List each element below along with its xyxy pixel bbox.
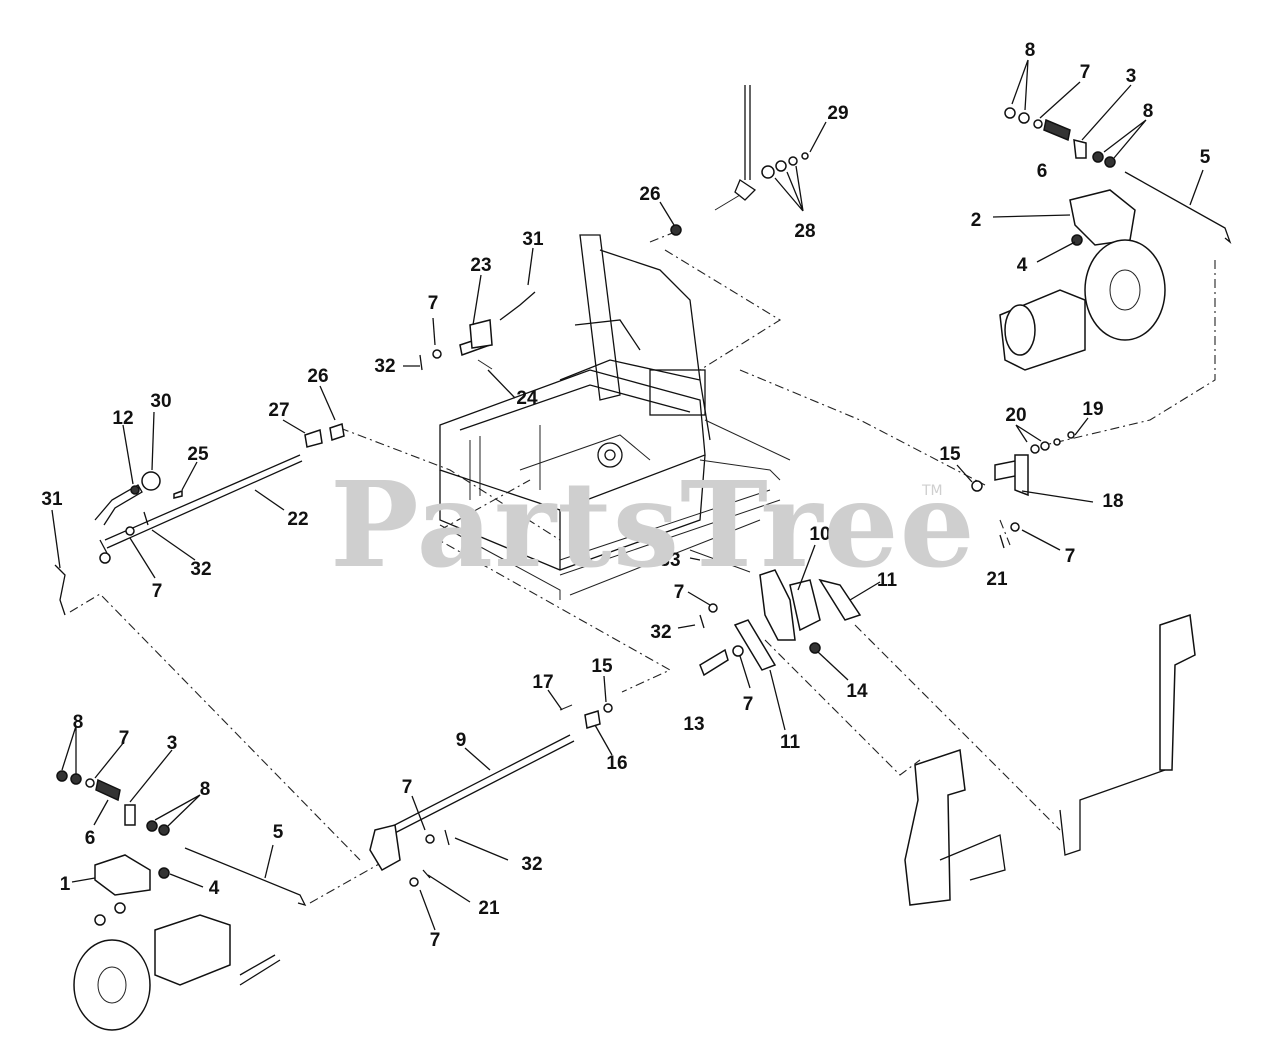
callout-8: 8 bbox=[1025, 40, 1036, 61]
vertical-rod-assembly bbox=[670, 85, 809, 236]
callout-6: 6 bbox=[1037, 161, 1048, 182]
callout-11: 11 bbox=[780, 732, 801, 753]
left-lever-rod-assembly bbox=[54, 291, 536, 616]
callout-7: 7 bbox=[119, 728, 130, 749]
callout-29: 29 bbox=[827, 103, 848, 124]
callout-24: 24 bbox=[516, 388, 538, 409]
callout-4: 4 bbox=[1017, 255, 1028, 276]
leader-lines bbox=[51, 59, 1204, 931]
callout-5: 5 bbox=[1200, 147, 1211, 168]
callout-28: 28 bbox=[794, 221, 815, 242]
callout-32: 32 bbox=[374, 356, 395, 377]
callout-7: 7 bbox=[743, 694, 754, 715]
callout-19: 19 bbox=[1082, 399, 1103, 420]
mower-frame bbox=[439, 234, 791, 600]
callout-25: 25 bbox=[187, 444, 209, 465]
lower-left-brake-assembly bbox=[56, 770, 307, 1031]
callout-22: 22 bbox=[287, 509, 308, 530]
callout-11: 11 bbox=[877, 570, 898, 591]
callout-26: 26 bbox=[639, 184, 660, 205]
callout-8: 8 bbox=[200, 779, 211, 800]
callout-7: 7 bbox=[1080, 62, 1091, 83]
callout-17: 17 bbox=[532, 672, 553, 693]
callout-21: 21 bbox=[478, 898, 500, 919]
callout-5: 5 bbox=[273, 822, 284, 843]
pedal-assemblies bbox=[904, 613, 1196, 906]
callout-12: 12 bbox=[112, 408, 133, 429]
callout-32: 32 bbox=[190, 559, 211, 580]
callout-4: 4 bbox=[209, 878, 220, 899]
callout-16: 16 bbox=[606, 753, 627, 774]
callout-7: 7 bbox=[1065, 546, 1076, 567]
callout-3: 3 bbox=[167, 733, 178, 754]
lower-rod-assembly bbox=[369, 703, 613, 887]
trademark-symbol: TM bbox=[922, 483, 943, 499]
callout-9: 9 bbox=[456, 730, 467, 751]
callout-32: 32 bbox=[650, 622, 671, 643]
callout-31: 31 bbox=[41, 489, 63, 510]
callout-20: 20 bbox=[1005, 405, 1026, 426]
callout-13: 13 bbox=[683, 714, 704, 735]
center-linkage-assembly bbox=[689, 549, 862, 677]
callout-21: 21 bbox=[986, 569, 1008, 590]
callout-8: 8 bbox=[1143, 101, 1154, 122]
callout-30: 30 bbox=[150, 391, 171, 412]
callout-23: 23 bbox=[470, 255, 491, 276]
callout-15: 15 bbox=[939, 444, 961, 465]
callout-31: 31 bbox=[522, 229, 544, 250]
callout-8: 8 bbox=[73, 712, 84, 733]
callout-27: 27 bbox=[268, 400, 289, 421]
callout-18: 18 bbox=[1102, 491, 1123, 512]
callout-7: 7 bbox=[674, 582, 685, 603]
callout-3: 3 bbox=[1126, 66, 1137, 87]
callout-7: 7 bbox=[152, 581, 163, 602]
right-bracket-assembly bbox=[971, 431, 1075, 549]
callout-32: 32 bbox=[521, 854, 542, 875]
callout-10: 10 bbox=[809, 524, 830, 545]
callout-26: 26 bbox=[307, 366, 328, 387]
callout-7: 7 bbox=[430, 930, 441, 951]
callout-7: 7 bbox=[428, 293, 439, 314]
callout-1: 1 bbox=[60, 874, 71, 895]
callout-2: 2 bbox=[971, 210, 982, 231]
callout-6: 6 bbox=[85, 828, 96, 849]
upper-right-brake-assembly bbox=[999, 107, 1232, 371]
callout-14: 14 bbox=[846, 681, 868, 702]
callout-15: 15 bbox=[591, 656, 613, 677]
callout-33: 33 bbox=[659, 550, 680, 571]
callout-7: 7 bbox=[402, 777, 413, 798]
